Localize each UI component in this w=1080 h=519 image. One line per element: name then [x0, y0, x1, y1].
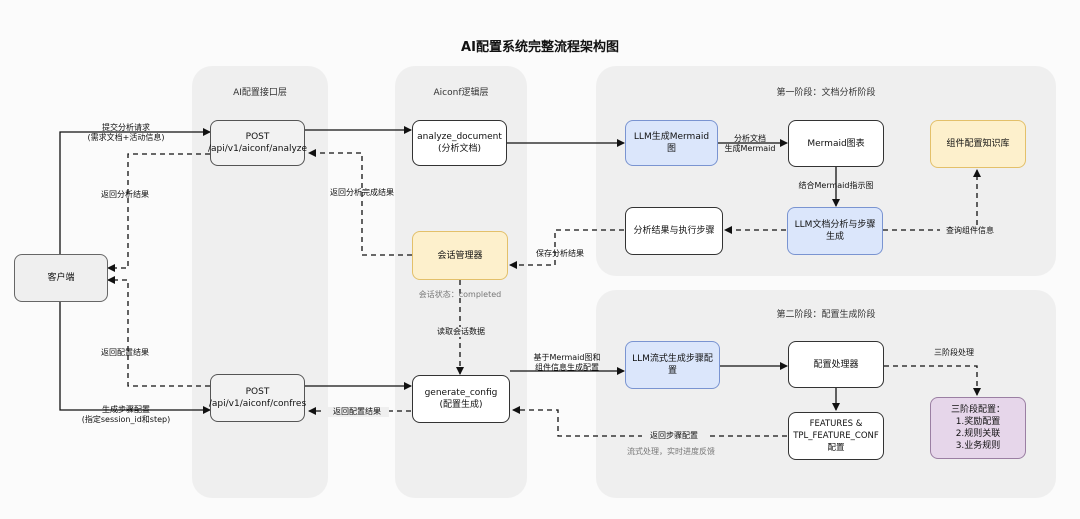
label-return-config-mid: 返回配置结果	[325, 407, 389, 417]
edge-return-analysis	[107, 153, 210, 272]
client-node[interactable]: 客户端	[14, 254, 108, 302]
label-session-status: 会话状态：completed	[418, 290, 502, 299]
llm-mermaid-node[interactable]: LLM生成Mermaid图	[625, 120, 718, 166]
lane-logic-title: Aiconf逻辑层	[433, 88, 489, 98]
lane-api-title: AI配置接口层	[233, 88, 287, 98]
edge-save-analysis	[509, 229, 624, 269]
label-return-analysis: 返回分析结果	[101, 190, 149, 199]
label-return-step-config: 返回步骤配置	[642, 431, 706, 441]
label-combine-mermaid: 结合Mermaid指示图	[798, 181, 874, 190]
edge-gen-step-config	[59, 302, 211, 414]
three-stage-config-node[interactable]: 三阶段配置： 1.奖励配置 2.规则关联 3.业务规则	[930, 397, 1026, 459]
analysis-result-node[interactable]: 分析结果与执行步骤	[625, 207, 723, 255]
label-read-session: 读取会话数据	[426, 327, 496, 337]
label-return-config-left: 返回配置结果	[101, 348, 149, 357]
label-gen-step-config: 生成步骤配置 (指定session_id和step)	[81, 405, 171, 424]
label-analyze-doc: 分析文档 生成Mermaid	[724, 134, 776, 153]
llm-doc-analysis-node[interactable]: LLM文档分析与步骤 生成	[787, 207, 883, 255]
lane-phase1-title: 第一阶段：文档分析阶段	[776, 88, 876, 98]
edge-submit-request	[59, 128, 211, 254]
generate-config-node[interactable]: generate_config (配置生成)	[412, 375, 510, 423]
edge-query-component	[883, 169, 981, 231]
config-processor-node[interactable]: 配置处理器	[788, 341, 884, 388]
llm-stream-node[interactable]: LLM流式生成步骤配 置	[625, 341, 720, 389]
label-query-component: 查询组件信息	[940, 226, 1000, 236]
label-stream-process: 流式处理，实时进度反馈	[627, 447, 715, 456]
edge-three-stage-process	[884, 365, 981, 396]
edge-return-analysis-done	[308, 149, 412, 256]
label-three-stage-process: 三阶段处理	[934, 348, 974, 357]
session-manager-node[interactable]: 会话管理器	[412, 231, 508, 280]
lane-phase2-title: 第二阶段：配置生成阶段	[776, 310, 876, 320]
analyze-document-node[interactable]: analyze_document (分析文档)	[412, 120, 507, 166]
edge-return-config-left	[107, 276, 210, 387]
post-analyze-node[interactable]: POST /api/v1/aiconf/analyze	[208, 120, 307, 166]
post-confres-node[interactable]: POST /api/v1/aiconf/confres	[209, 374, 306, 422]
label-save-analysis: 保存分析结果	[536, 249, 584, 258]
mermaid-chart-node[interactable]: Mermaid图表	[788, 120, 884, 167]
component-kb-node[interactable]: 组件配置知识库	[930, 120, 1026, 168]
label-return-analysis-done: 返回分析完成结果	[330, 188, 394, 197]
features-conf-node[interactable]: FEATURES & TPL_FEATURE_CONF 配置	[788, 412, 884, 460]
label-submit-request: 提交分析请求 (需求文档+活动信息)	[87, 123, 165, 142]
diagram-title: AI配置系统完整流程架构图	[461, 40, 619, 55]
label-based-on-mermaid: 基于Mermaid图和 组件信息生成配置	[533, 353, 601, 372]
